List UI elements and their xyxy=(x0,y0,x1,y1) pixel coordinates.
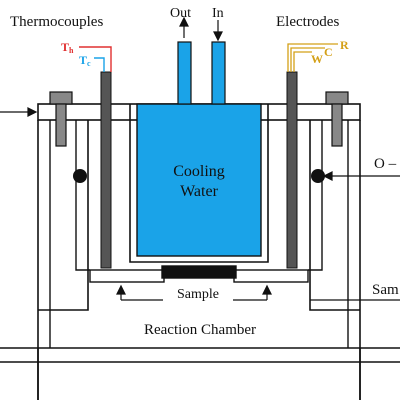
electrodes-label: Electrodes xyxy=(276,14,339,30)
reaction-chamber-label: Reaction Chamber xyxy=(144,322,256,338)
stage-right xyxy=(233,269,309,283)
sample-block xyxy=(161,265,237,279)
sample-stage xyxy=(89,265,309,283)
th-label: Th xyxy=(61,40,74,55)
bolt-left xyxy=(49,91,73,147)
cooling-water-tank xyxy=(136,103,262,257)
tc-wire xyxy=(94,57,105,72)
inner-step-right xyxy=(309,270,360,311)
th-wire xyxy=(79,46,112,72)
electrode-w-label: W xyxy=(311,52,323,66)
left-arrow xyxy=(0,107,38,117)
inner-walls xyxy=(49,120,349,348)
thermocouples-label: Thermocouples xyxy=(10,14,103,30)
cooling-water-line1: Cooling xyxy=(173,163,225,180)
sample-right-label: Sam xyxy=(372,282,399,298)
cooling-water-line2: Water xyxy=(180,183,218,200)
o-ring-label: O – xyxy=(374,156,397,172)
out-pipe xyxy=(177,41,192,105)
out-arrow xyxy=(179,16,189,38)
sample-pointer xyxy=(116,284,272,301)
bottom-cavity xyxy=(37,348,361,400)
o-ring-pointer xyxy=(322,171,400,181)
o-ring-right xyxy=(311,169,325,183)
bolt-right xyxy=(325,91,349,147)
electrode-c-label: C xyxy=(324,45,333,59)
in-label: In xyxy=(212,6,224,21)
electrode-wires xyxy=(287,43,338,72)
out-label: Out xyxy=(170,6,191,21)
o-ring-left xyxy=(73,169,87,183)
in-pipe xyxy=(211,41,226,105)
stage-left xyxy=(89,269,165,283)
electrode-r-label: R xyxy=(340,38,349,52)
tc-label: Tc xyxy=(79,53,91,68)
cooling-water-vessel xyxy=(129,41,269,263)
chamber-body xyxy=(0,103,400,400)
thermocouple-rod xyxy=(100,71,112,269)
electrode-rod xyxy=(286,71,298,269)
inner-step-left xyxy=(38,270,89,311)
sample-label: Sample xyxy=(177,287,219,302)
in-arrow xyxy=(213,20,223,42)
